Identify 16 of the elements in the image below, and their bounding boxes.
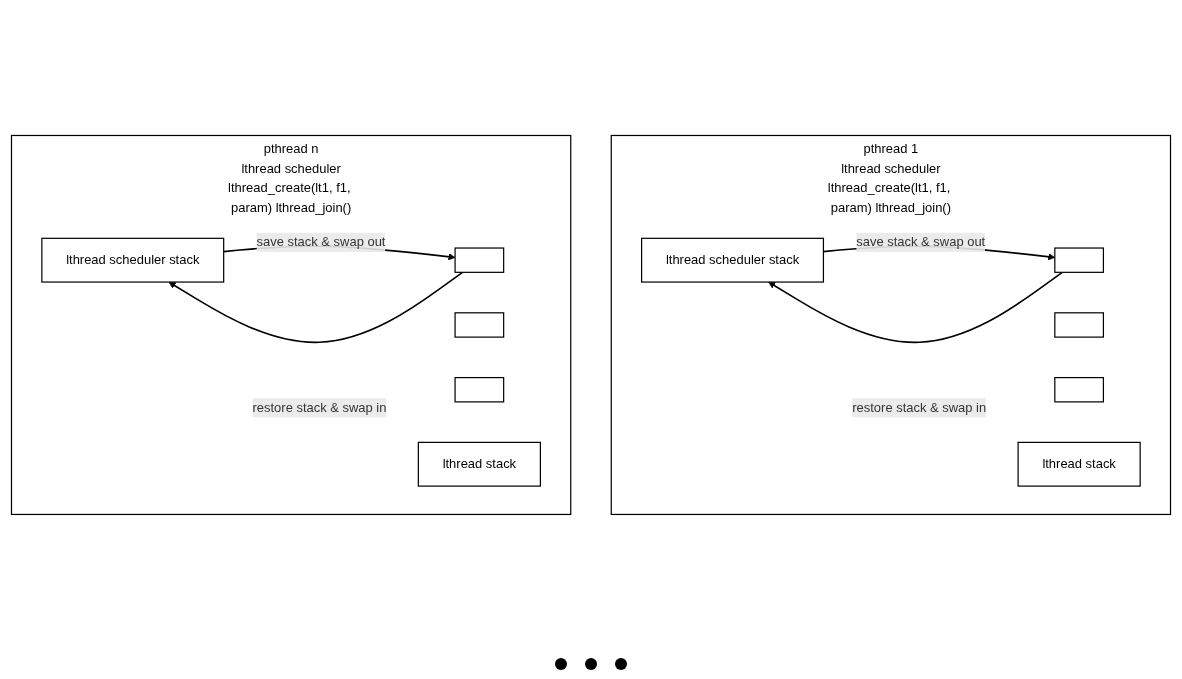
- node-box: [1054, 376, 1104, 403]
- edge-label: save stack & swap out: [256, 234, 386, 249]
- edge-label: save stack & swap out: [856, 234, 986, 249]
- edge-label: restore stack & swap in: [852, 400, 987, 414]
- node-box: lthread stack: [417, 441, 541, 487]
- node-box: [1054, 311, 1104, 338]
- arrow: [768, 271, 1064, 343]
- node-box: [1054, 246, 1104, 273]
- node-box: [454, 311, 505, 338]
- node-box: [454, 246, 505, 273]
- arrow: [168, 271, 464, 343]
- node-box: [454, 376, 505, 403]
- node-box: lthread scheduler stack: [41, 237, 225, 283]
- node-box: lthread stack: [1017, 441, 1141, 487]
- edge-label: restore stack & swap in: [252, 400, 387, 414]
- node-box: lthread scheduler stack: [641, 237, 825, 283]
